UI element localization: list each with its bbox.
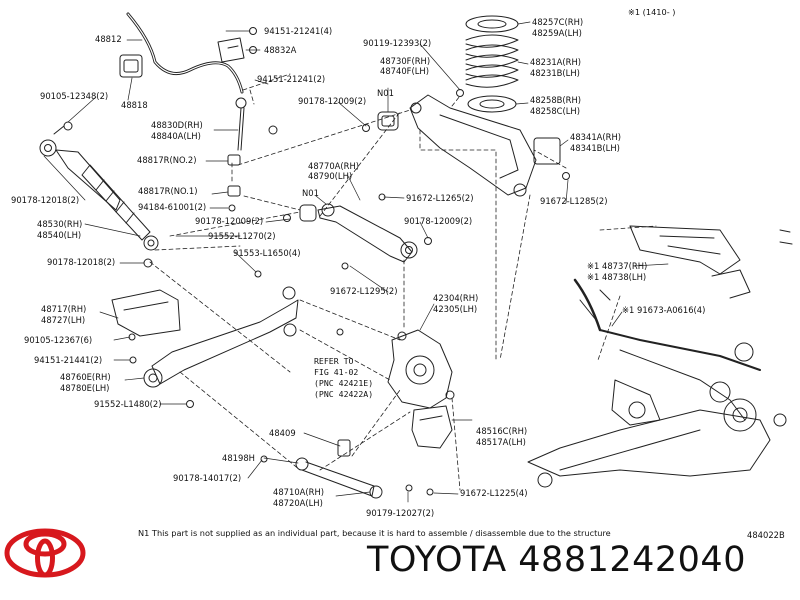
toyota-logo <box>4 528 86 578</box>
part-label[interactable]: 48817R(NO.2) <box>137 155 197 165</box>
part-label[interactable]: 48790(LH) <box>308 171 353 181</box>
assembled-view-drawing <box>527 225 793 488</box>
part-label[interactable]: 90105-12367(6) <box>24 335 93 345</box>
part-label[interactable]: 42304(RH) <box>433 293 479 303</box>
part-label[interactable]: 48258B(RH) <box>530 95 582 105</box>
part-label[interactable]: 91672-L1265(2) <box>406 193 474 203</box>
part-label[interactable]: 48257C(RH) <box>532 17 584 27</box>
knuckle-drawing <box>336 328 455 449</box>
top-note: ※1 (1410- ) <box>628 7 676 17</box>
part-label[interactable]: 90179-12027(2) <box>366 508 435 518</box>
part-label[interactable]: 48727(LH) <box>41 315 86 325</box>
reference-note-line: (PNC 42422A) <box>314 389 374 399</box>
reference-note-line: REFER TO <box>314 356 354 366</box>
part-label[interactable]: 90178-12009(2) <box>195 216 264 226</box>
image-code: 484022B <box>747 530 785 540</box>
part-label[interactable]: 48840A(LH) <box>151 131 201 141</box>
part-label[interactable]: 91672-L1295(2) <box>330 286 398 296</box>
part-label[interactable]: 48720A(LH) <box>273 498 323 508</box>
part-label[interactable]: 90178-12018(2) <box>11 195 80 205</box>
part-label[interactable]: 48817R(NO.1) <box>138 186 198 196</box>
part-label[interactable]: 91552-L1270(2) <box>208 231 276 241</box>
part-label[interactable]: 94151-21241(4) <box>264 26 333 36</box>
part-label[interactable]: 90119-12393(2) <box>363 38 432 48</box>
part-label[interactable]: 90178-14017(2) <box>173 473 242 483</box>
shock-absorber-drawing <box>39 121 159 268</box>
part-label[interactable]: 91553-L1650(4) <box>233 248 301 258</box>
part-label[interactable]: 48710A(RH) <box>273 487 325 497</box>
part-label[interactable]: ※1 91673-A0616(4) <box>622 305 706 315</box>
part-label[interactable]: 48409 <box>269 428 296 438</box>
part-label[interactable]: 48258C(LH) <box>530 106 580 116</box>
part-label[interactable]: 48341A(RH) <box>570 132 622 142</box>
part-label[interactable]: 48818 <box>121 100 148 110</box>
part-label[interactable]: 90105-12348(2) <box>40 91 109 101</box>
leader-lines <box>43 21 669 503</box>
lower-link-drawing <box>260 439 434 499</box>
part-label[interactable]: 48830D(RH) <box>151 120 203 130</box>
part-label[interactable]: 48517A(LH) <box>476 437 526 447</box>
part-label[interactable]: 91672-L1225(4) <box>460 488 528 498</box>
part-label[interactable]: ※1 48738(LH) <box>587 272 647 282</box>
part-label[interactable]: N01 <box>377 88 394 98</box>
part-label[interactable]: 48231A(RH) <box>530 57 582 67</box>
part-label[interactable]: 48717(RH) <box>41 304 87 314</box>
part-label[interactable]: 48780E(LH) <box>60 383 110 393</box>
part-label[interactable]: 94151-21441(2) <box>34 355 103 365</box>
part-label[interactable]: 90178-12009(2) <box>298 96 367 106</box>
guide-lines <box>149 73 657 491</box>
part-label[interactable]: 91552-L1480(2) <box>94 399 162 409</box>
part-label[interactable]: 48832A <box>264 45 297 55</box>
reference-note-line: (PNC 42421E) <box>314 378 374 388</box>
part-label[interactable]: 48198H <box>222 453 255 463</box>
part-label[interactable]: N01 <box>302 188 319 198</box>
coil-spring-drawing <box>465 15 519 113</box>
part-label[interactable]: 91672-L1285(2) <box>540 196 608 206</box>
upper-control-arm-drawing <box>362 89 570 197</box>
brand-part-number: TOYOTA 4881242040 <box>367 540 746 580</box>
stabilizer-bar-drawing <box>119 12 257 94</box>
part-label[interactable]: 48812 <box>95 34 122 44</box>
part-label[interactable]: 48740F(LH) <box>380 66 429 76</box>
part-label[interactable]: 48341B(LH) <box>570 143 620 153</box>
part-label[interactable]: ※1 48737(RH) <box>587 261 648 271</box>
reference-note-line: FIG 41-02 <box>314 367 359 377</box>
part-label[interactable]: 48730F(RH) <box>380 56 431 66</box>
part-label[interactable]: 48760E(RH) <box>60 372 111 382</box>
part-label[interactable]: 94184-61001(2) <box>138 202 207 212</box>
part-label[interactable]: 48540(LH) <box>37 230 82 240</box>
part-label[interactable]: 48516C(RH) <box>476 426 528 436</box>
trailing-arm-drawing <box>111 270 299 408</box>
part-label[interactable]: 48231B(LH) <box>530 68 580 78</box>
footnote: N1 This part is not supplied as an indiv… <box>138 528 611 538</box>
part-label[interactable]: 94151-21241(2) <box>257 74 326 84</box>
part-label[interactable]: 48770A(RH) <box>308 161 360 171</box>
brand-name: TOYOTA <box>367 540 507 580</box>
part-label[interactable]: 48530(RH) <box>37 219 83 229</box>
part-label[interactable]: 90178-12009(2) <box>404 216 473 226</box>
part-label[interactable]: 42305(LH) <box>433 304 478 314</box>
part-label[interactable]: 48259A(LH) <box>532 28 582 38</box>
part-number: 4881242040 <box>518 540 746 580</box>
stabilizer-link-drawing <box>227 97 278 212</box>
upper-lateral-link-drawing <box>283 193 432 270</box>
part-label[interactable]: 90178-12018(2) <box>47 257 116 267</box>
